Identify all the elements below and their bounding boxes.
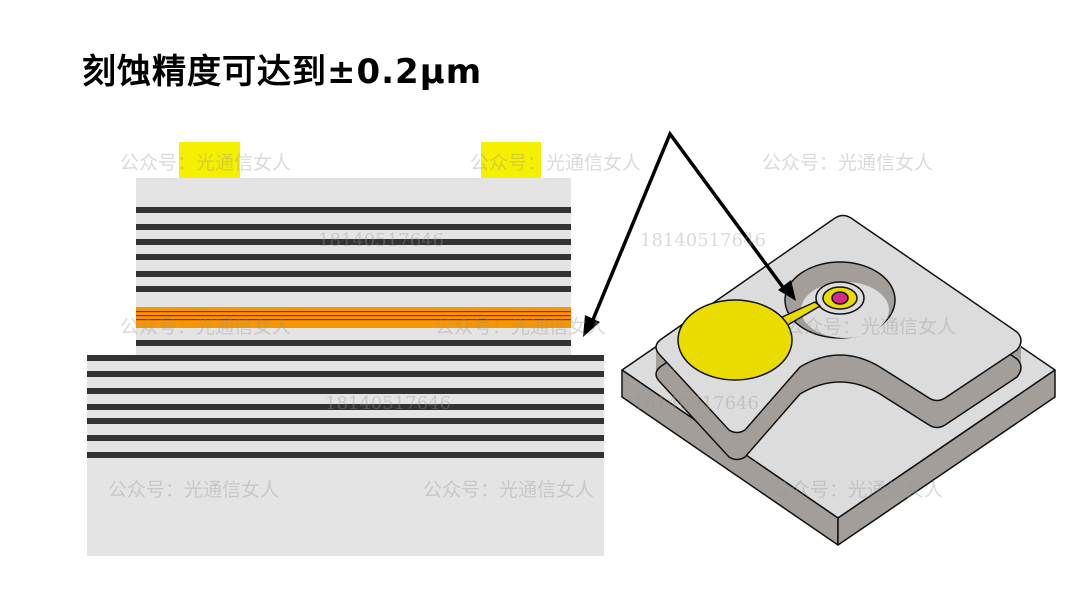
quantum-well-2 <box>136 315 571 317</box>
watermark-number: 18140517646 <box>325 393 451 414</box>
dark-layer <box>87 355 604 361</box>
dark-layer <box>87 388 604 394</box>
dbr-layers <box>87 207 604 458</box>
quantum-well-1 <box>136 311 571 313</box>
dark-layer <box>87 404 604 410</box>
watermark: 公众号：光通信女人 <box>120 316 292 338</box>
dark-layer <box>87 371 604 377</box>
watermark: 公众号：光通信女人 <box>762 152 934 174</box>
slide-title: 刻蚀精度可达到±0.2μm <box>82 52 483 92</box>
watermark-number: 18140517646 <box>633 393 759 414</box>
dark-layer <box>136 340 571 346</box>
watermark: 公众号：光通信女人 <box>435 316 607 338</box>
dark-layer <box>136 254 571 260</box>
watermark: 公众号：光通信女人 <box>785 316 957 338</box>
watermark: 公众号：光通信女人 <box>772 479 944 501</box>
dark-layer <box>136 239 571 245</box>
dark-layer <box>136 271 571 277</box>
bond-pad <box>677 299 793 381</box>
pointer-arrows <box>583 130 796 337</box>
watermark-number: 18140517646 <box>318 230 444 251</box>
quantum-well-3 <box>136 319 571 321</box>
active-region <box>136 307 571 328</box>
watermark: 公众号：光通信女人 <box>423 479 595 501</box>
arrow-head-left <box>583 315 600 337</box>
dark-layer <box>136 286 571 292</box>
watermark: 公众号：光通信女人 <box>108 479 280 501</box>
contact-pad-left <box>179 142 240 179</box>
emission-aperture <box>831 291 849 305</box>
arrow-head-right <box>778 280 796 301</box>
substrate-right-side <box>837 369 1056 546</box>
contact-pad-right <box>481 142 541 179</box>
watermark-number: 18140517646 <box>640 230 766 251</box>
cross-section-diagram <box>87 142 604 556</box>
dark-layer <box>87 418 604 424</box>
watermark: 公众号：光通信女人 <box>470 152 642 174</box>
3d-device <box>621 214 1056 546</box>
dark-layer <box>87 452 604 458</box>
dark-layer <box>136 224 571 230</box>
dark-layer <box>136 207 571 213</box>
dark-layer <box>87 435 604 441</box>
watermark: 公众号：光通信女人 <box>120 152 292 174</box>
